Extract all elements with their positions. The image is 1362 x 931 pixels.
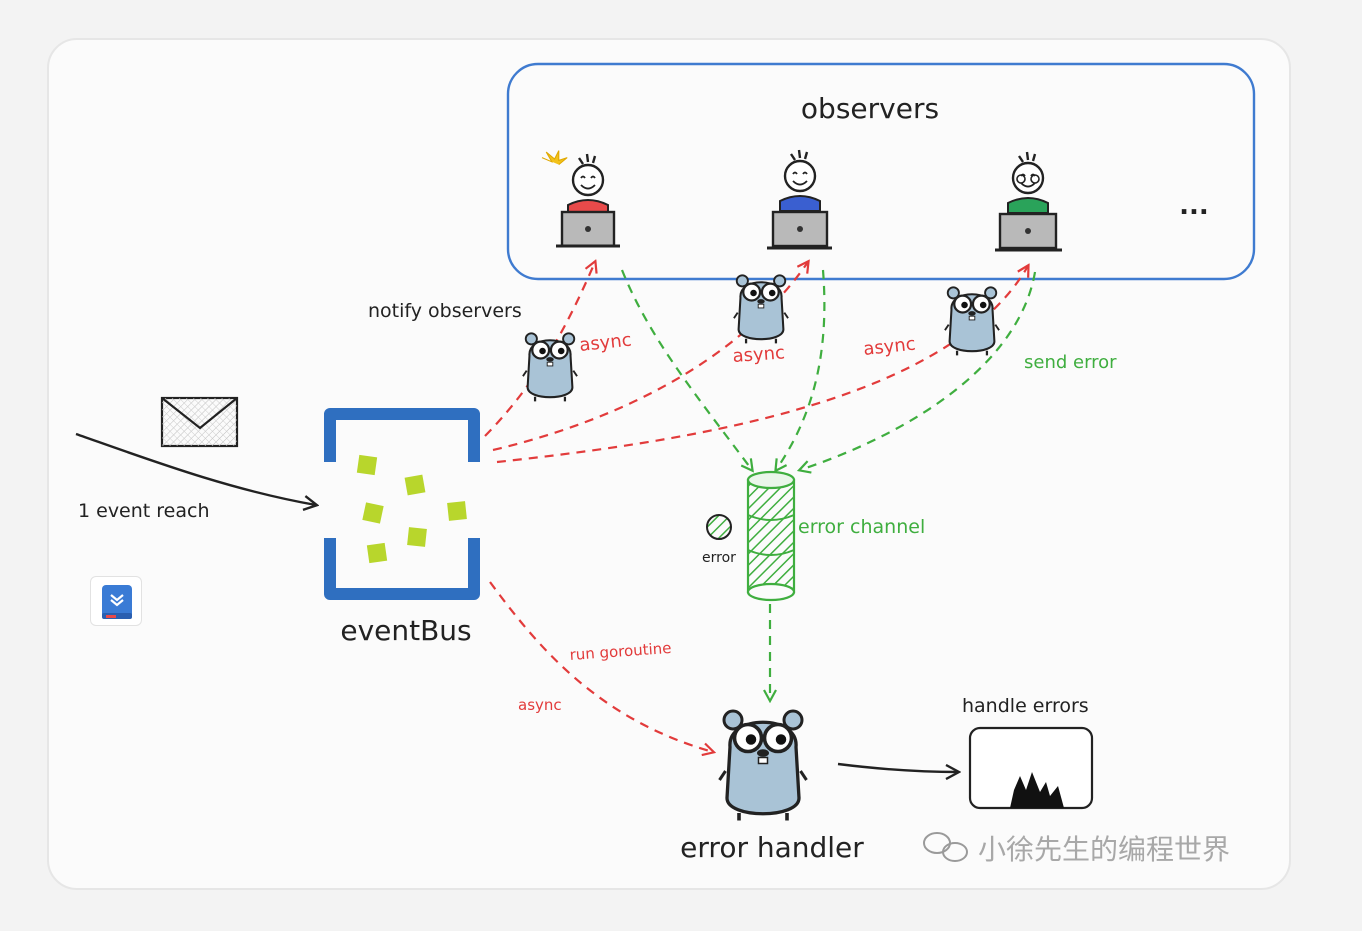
observers-box <box>506 62 1256 281</box>
error-handler-label: error handler <box>680 831 864 864</box>
observer-2-icon <box>767 148 832 250</box>
event-arrow <box>75 432 316 505</box>
error-channel-label: error channel <box>798 516 925 538</box>
notify-observers-label: notify observers <box>368 300 522 322</box>
handle-errors-box <box>968 726 1094 810</box>
gopher-2-icon <box>733 274 789 345</box>
error-arrow-1 <box>620 269 752 470</box>
event-label: 1 event reach <box>78 500 210 522</box>
run-goroutine-arrow <box>489 581 713 752</box>
fire-icon <box>1010 772 1064 808</box>
eventbus-label: eventBus <box>340 614 471 647</box>
error-token-label: error <box>702 550 736 566</box>
run-goroutine-label: run goroutine <box>569 639 672 664</box>
observer-1-icon <box>541 150 620 248</box>
more-observers-ellipsis: ... <box>1179 191 1209 221</box>
error-arrow-2 <box>776 269 826 470</box>
async-label-4: async <box>518 696 562 714</box>
error-channel-icon <box>746 470 796 602</box>
wechat-icon <box>923 832 968 862</box>
async-label-3: async <box>862 334 916 360</box>
notify-arrow-1 <box>484 262 595 437</box>
eventbus-icon <box>324 408 480 600</box>
observer-3-icon <box>995 150 1062 252</box>
error-token-icon <box>706 514 732 540</box>
gopher-3-icon <box>944 286 1000 357</box>
handle-errors-label: handle errors <box>962 695 1089 717</box>
envelope-icon <box>160 396 239 448</box>
async-label-2: async <box>732 342 786 367</box>
error-handler-gopher-icon <box>718 709 808 823</box>
send-error-label: send error <box>1024 352 1117 373</box>
book-icon <box>102 585 132 619</box>
gopher-1-icon <box>522 332 578 403</box>
error-arrow-3 <box>800 271 1037 470</box>
async-label-1: async <box>578 330 632 356</box>
watermark-text: 小徐先生的编程世界 <box>978 833 1230 866</box>
bookmark-app-button[interactable] <box>90 576 142 626</box>
watermark: 小徐先生的编程世界 <box>923 832 1230 866</box>
handle-errors-arrow <box>837 762 958 772</box>
observers-title: observers <box>801 92 939 125</box>
